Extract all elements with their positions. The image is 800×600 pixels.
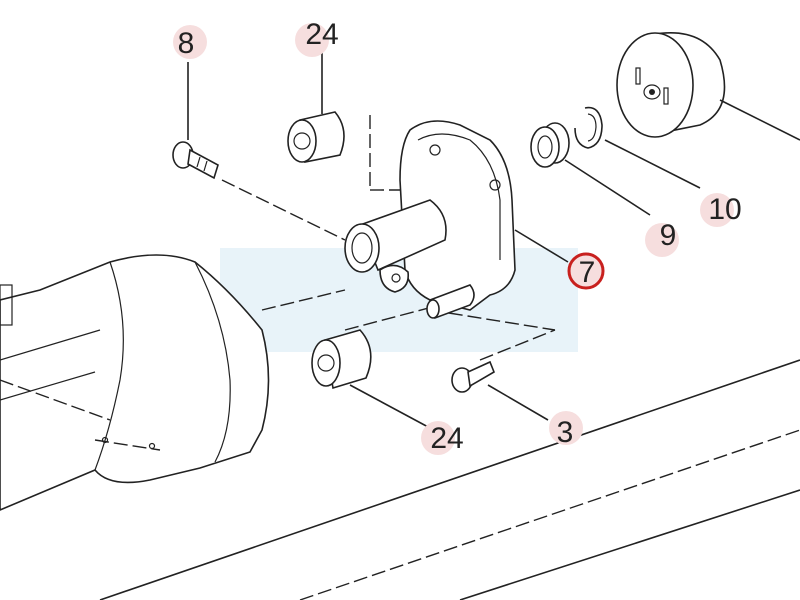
screw-part-3 [451, 360, 495, 393]
callout-24-bottom: 24 [421, 421, 464, 455]
callout-7-highlighted: 7 [567, 252, 605, 290]
roller-part-24-bottom [311, 329, 372, 390]
callout-label: 8 [178, 27, 195, 60]
circlip-part-10 [574, 106, 603, 149]
callout-24-top: 24 [295, 18, 339, 57]
bolt-part-8 [172, 141, 219, 180]
callout-label: 7 [579, 256, 596, 289]
callout-label: 24 [305, 18, 338, 51]
background-band [220, 248, 578, 352]
assembly-lines [221, 115, 556, 361]
callout-label: 3 [557, 416, 574, 449]
callout-label: 9 [660, 219, 677, 252]
shaft-lines [99, 359, 800, 600]
callout-8: 8 [173, 25, 207, 60]
callout-9: 9 [645, 219, 679, 257]
roller-part-24-top [287, 111, 345, 163]
clutch-housing-part-7 [344, 120, 516, 320]
engine-housing [0, 254, 270, 511]
bearing-part-9 [530, 122, 570, 168]
callout-10: 10 [700, 193, 742, 227]
leader-lines [187, 52, 701, 429]
callout-label: 10 [708, 193, 741, 226]
callout-label: 24 [430, 422, 463, 455]
callout-3: 3 [549, 411, 583, 449]
clutch-drum [616, 32, 800, 141]
